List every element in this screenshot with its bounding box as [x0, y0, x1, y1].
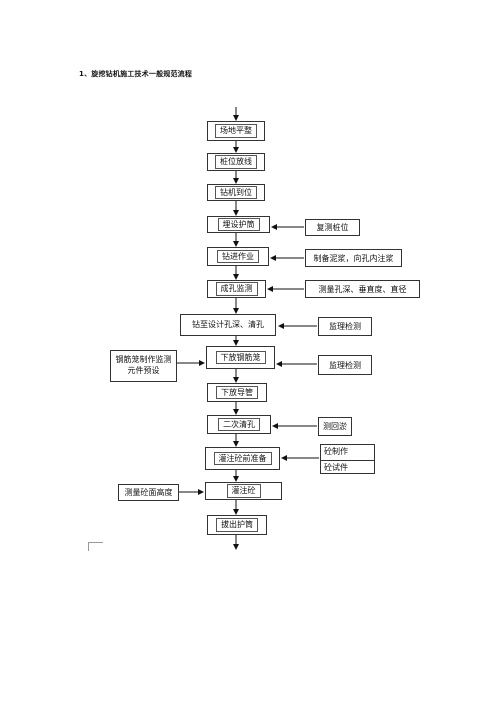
note-measure-hole: 测量孔深、垂直度、直径 — [305, 280, 420, 298]
page-corner-mark — [88, 542, 103, 551]
note-sediment-check: 测回淤 — [318, 417, 352, 436]
note-mud-preparation: 制备泥浆，向孔内注浆 — [305, 249, 402, 267]
page-heading: 1、旋挖钻机施工技术一般规范流程 — [79, 70, 193, 78]
step-bury-casing: 埋设护筒 — [207, 216, 270, 233]
step-lower-tremie: 下放导管 — [207, 383, 267, 402]
note-supervision-check-1: 监理检测 — [318, 317, 372, 336]
note-recheck-pile: 复测桩位 — [305, 219, 360, 236]
step-pour-concrete: 灌注砼 — [205, 482, 282, 500]
step-drill-to-depth-clean: 钻至设计孔深、清孔 — [180, 314, 276, 336]
step-pre-pour-preparation: 灌注砼前准备 — [205, 447, 280, 470]
step-hole-monitoring: 成孔监测 — [207, 280, 266, 298]
step-rig-in-place: 钻机到位 — [207, 184, 265, 201]
step-pile-layout: 桩位放线 — [207, 153, 265, 171]
step-lower-rebar-cage: 下放钢筋笼 — [206, 346, 275, 369]
step-pull-casing: 拔出护筒 — [207, 515, 267, 535]
note-supervision-check-2: 监理检测 — [318, 355, 372, 375]
note-rebar-cage-fabrication: 钢筋笼制作监测元件预设 — [110, 350, 177, 382]
note-concrete-test: 砼试件 — [324, 463, 348, 472]
step-site-leveling: 场地平整 — [207, 121, 265, 141]
step-second-cleaning: 二次清孔 — [207, 415, 271, 434]
note-concrete-group: 砼制作 砼试件 — [320, 444, 375, 474]
note-concrete-make: 砼制作 — [321, 445, 374, 461]
note-measure-concrete-level: 测量砼面高度 — [118, 484, 179, 501]
step-drilling: 钻进作业 — [207, 247, 269, 266]
